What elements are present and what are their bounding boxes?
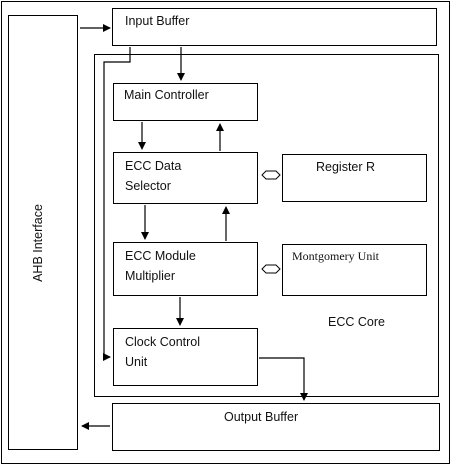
output-buffer-label: Output Buffer [224,410,299,424]
ecc-data-selector-label-line2: Selector [125,179,171,193]
input-buffer-block [112,8,437,46]
main-controller-block [113,83,258,121]
ahb-interface-block [8,15,78,450]
clock-control-unit-label-line2: Unit [125,355,148,369]
output-buffer-block [112,403,440,451]
arrow-clock-control-to-output-buffer [259,357,308,401]
bus-data-selector-register-r [261,170,281,180]
ecc-data-selector-block [113,152,258,204]
montgomery-unit-label: Montgomery Unit [292,249,379,263]
ecc-data-selector-label-line1: ECC Data [125,159,182,173]
input-buffer-label: Input Buffer [125,14,190,28]
ecc-module-multiplier-block [113,242,258,296]
register-r-block [282,154,427,202]
ecc-module-multiplier-label-line2: Multiplier [125,269,176,283]
ecc-core-container [94,54,439,397]
arrow-input-buffer-to-clock-control [103,47,131,361]
montgomery-unit-block [282,244,427,296]
clock-control-unit-block [113,328,258,386]
register-r-label: Register R [316,160,376,174]
bus-multiplier-montgomery [261,264,281,274]
ecc-module-multiplier-label-line1: ECC Module [125,249,196,263]
main-controller-label: Main Controller [124,88,209,102]
ecc-core-label: ECC Core [328,315,385,329]
clock-control-unit-label-line1: Clock Control [125,335,201,349]
